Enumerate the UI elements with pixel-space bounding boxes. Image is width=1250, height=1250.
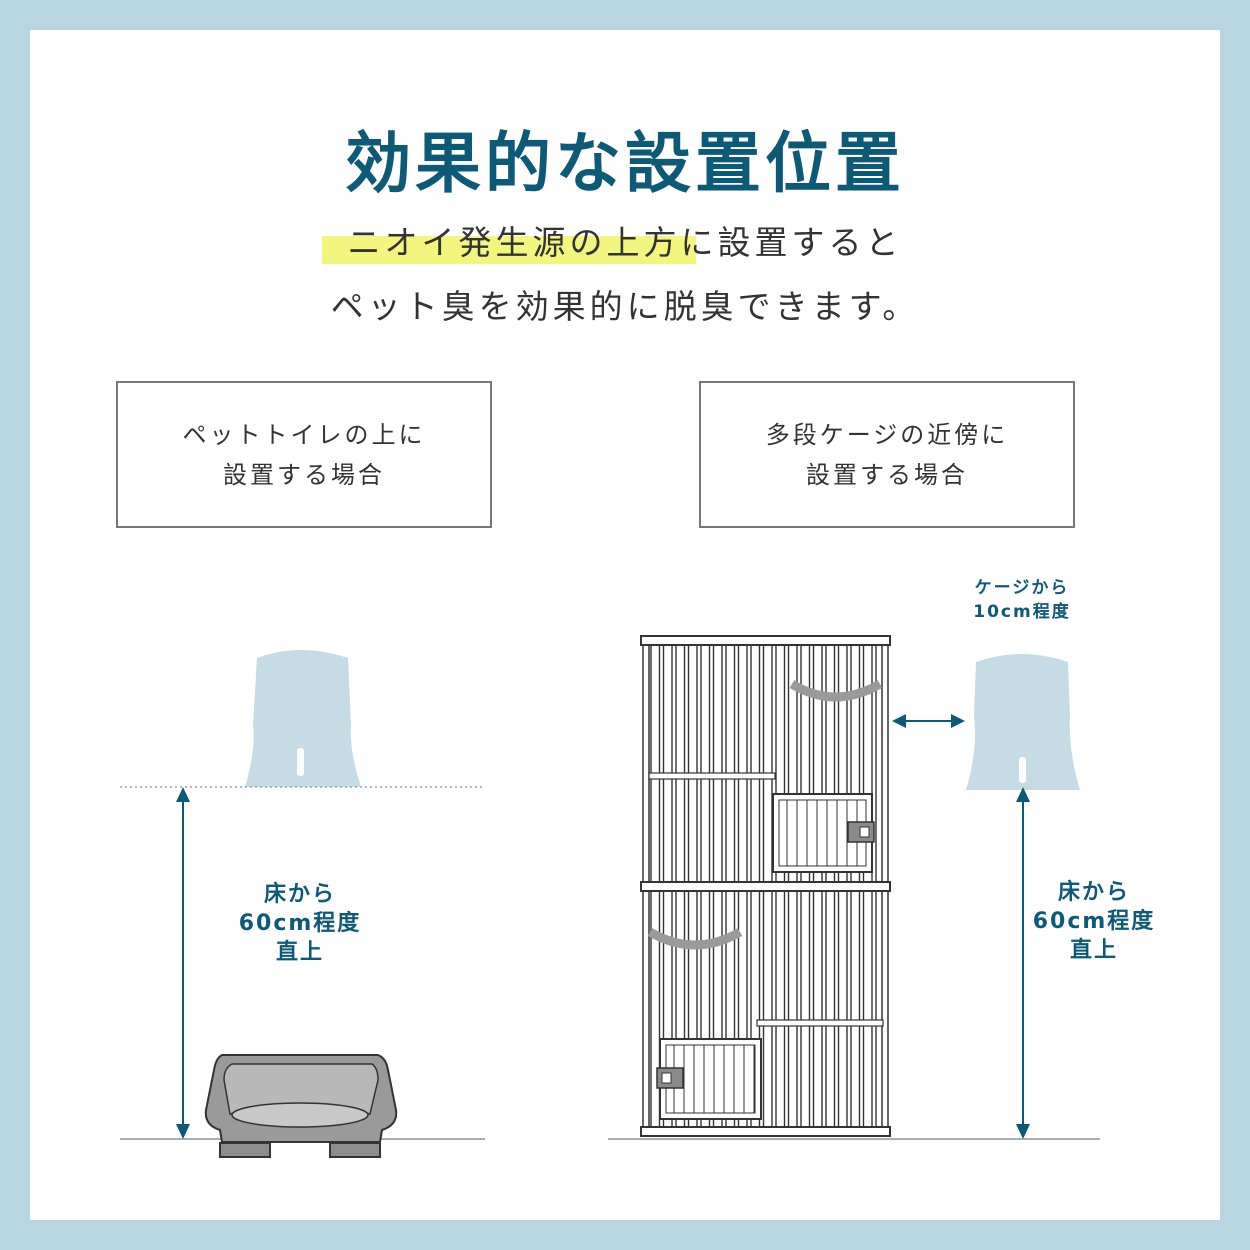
- height-label-left-line-2: 60cm程度: [238, 911, 362, 936]
- page-title: 効果的な設置位置: [345, 125, 905, 202]
- height-label-right: 床から 60cm程度 直上: [994, 878, 1194, 965]
- distance-label-line-1: ケージから: [974, 578, 1070, 598]
- case-cage-line-1: 多段ケージの近傍に: [765, 420, 1009, 449]
- case-box-cage: 多段ケージの近傍に 設置する場合: [699, 381, 1075, 528]
- content-panel: [30, 30, 1220, 1220]
- height-arrow-left: [176, 787, 190, 1139]
- case-box-toilet: ペットトイレの上に 設置する場合: [116, 381, 492, 528]
- subtitle-line-1: ニオイ発生源の上方に設置すると: [347, 223, 903, 262]
- height-label-right-line-2: 60cm程度: [1032, 909, 1156, 934]
- distance-arrow: [892, 714, 965, 728]
- deodorizer-device-icon: [245, 650, 361, 787]
- text-highlight-marker: [322, 236, 696, 264]
- height-label-right-line-1: 床から: [1057, 880, 1130, 905]
- distance-label: ケージから 10cm程度: [922, 576, 1122, 624]
- deodorizer-device-icon: [966, 654, 1080, 790]
- distance-label-line-2: 10cm程度: [973, 602, 1071, 622]
- case-toilet-line-1: ペットトイレの上に: [182, 420, 426, 449]
- height-label-left: 床から 60cm程度 直上: [200, 880, 400, 967]
- case-toilet-line-2: 設置する場合: [223, 460, 385, 489]
- pet-toilet-icon: [204, 1054, 398, 1158]
- height-label-left-line-1: 床から: [263, 882, 336, 907]
- height-label-left-line-3: 直上: [275, 940, 324, 965]
- subtitle-line-2: ペット臭を効果的に脱臭できます。: [330, 287, 920, 326]
- height-label-right-line-3: 直上: [1069, 938, 1118, 963]
- cat-cage-icon: [640, 635, 891, 1137]
- height-arrow-right: [1016, 787, 1030, 1139]
- case-cage-line-2: 設置する場合: [806, 460, 968, 489]
